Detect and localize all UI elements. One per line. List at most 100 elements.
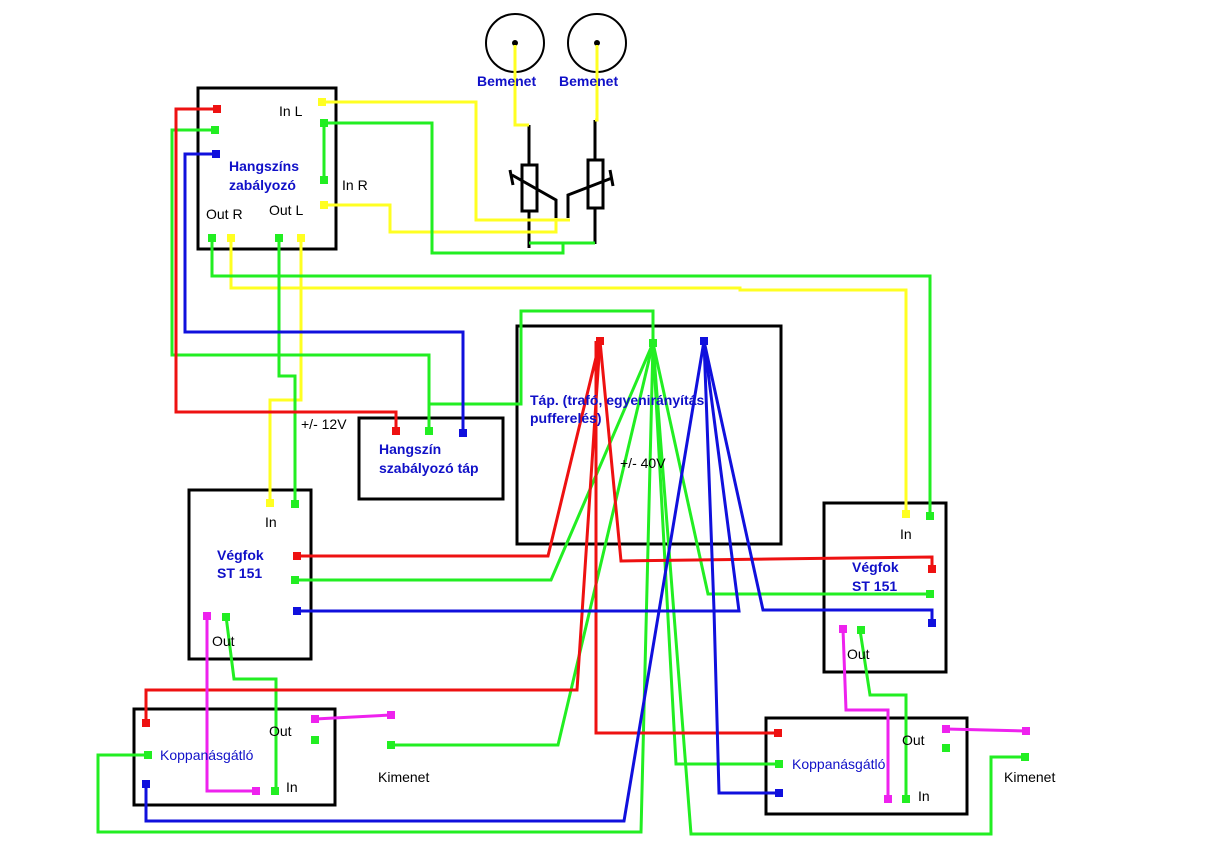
amp-left-title-line2: ST 151	[217, 565, 262, 581]
wire-magenta-pg-right-out	[945, 727, 1027, 733]
main-psu-voltage: +/- 40V	[620, 455, 666, 471]
wire-green-amp-left-out	[224, 615, 278, 790]
wire-blue-pg-right	[702, 340, 779, 795]
input-label-right: Bemenet	[559, 73, 618, 89]
wire-magenta-pg-left-out	[314, 713, 392, 721]
pad-pg-right-in-ground	[902, 795, 910, 803]
pad-amp-left-red	[293, 552, 301, 560]
pad-tone-green	[211, 126, 219, 134]
pad-in-l-signal	[318, 98, 326, 106]
pad-pg-right-red	[774, 729, 782, 737]
amp-left-box	[187, 488, 313, 661]
amp-right-title-line2: ST 151	[852, 578, 897, 594]
pad-amp-right-in-signal	[902, 510, 910, 518]
wire-green-amp-left-gnd	[296, 342, 655, 582]
amp-right-title-line1: Végfok	[852, 559, 899, 575]
wire-red-amp-left	[297, 340, 602, 558]
wire-red-tone-psu	[174, 107, 398, 431]
tone-title-line1: Hangszíns	[229, 158, 299, 174]
pad-main-psu-blue	[700, 337, 708, 345]
wire-magenta-amp-left-out	[205, 616, 256, 793]
pad-pg-left-red	[142, 719, 150, 727]
pad-kimenet-right-ground	[1021, 753, 1029, 761]
pad-in-l-ground	[320, 119, 328, 127]
pg-left-title: Koppanásgátló	[160, 747, 254, 763]
pad-amp-right-blue	[928, 619, 936, 627]
wire-green-kimenet-right-gnd	[651, 342, 1025, 836]
wire-green-psu-ground	[429, 309, 655, 406]
pad-amp-right-red	[928, 565, 936, 573]
wire-green-amp-right-out	[858, 629, 908, 798]
pad-out-l-ground	[275, 234, 283, 242]
pad-pg-right-in-signal	[884, 795, 892, 803]
wire-yellow-input-left	[513, 45, 529, 127]
pad-main-psu-red	[596, 337, 604, 345]
pad-out-r-ground	[208, 234, 216, 242]
kimenet-left-label: Kimenet	[378, 769, 429, 785]
main-psu-title-line2: pufferelés)	[530, 410, 602, 426]
pad-amp-left-in-signal	[266, 499, 274, 507]
tone-in-l-label: In L	[279, 103, 303, 119]
pad-tone-psu-blue	[459, 429, 467, 437]
wire-green-out-r-to-amp-right	[210, 238, 932, 516]
wire-red-pg-left	[144, 340, 602, 723]
wire-red-amp-right	[598, 340, 934, 569]
wire-green-amp-right-gnd	[651, 342, 930, 596]
amp-left-out-label: Out	[212, 633, 235, 649]
pad-kimenet-right-signal	[1022, 727, 1030, 735]
tone-out-l-label: Out L	[269, 202, 303, 218]
pad-pg-right-out-ground	[942, 744, 950, 752]
pad-out-l-signal	[297, 234, 305, 242]
wire-yellow-out-l-to-amp-left	[268, 238, 303, 501]
amp-right-box	[822, 501, 948, 674]
pad-pg-right-blue	[775, 789, 783, 797]
pad-pg-right-green	[775, 760, 783, 768]
wire-yellow-out-r-to-amp-right	[229, 238, 908, 514]
pg-right-out-label: Out	[902, 732, 925, 748]
pad-kimenet-left-ground	[387, 741, 395, 749]
pad-amp-right-in-ground	[926, 512, 934, 520]
pad-pg-left-blue	[142, 780, 150, 788]
wire-yellow-input-right	[595, 45, 599, 122]
pad-tone-blue	[212, 150, 220, 158]
pad-kimenet-left-signal	[387, 711, 395, 719]
pad-out-r-signal	[227, 234, 235, 242]
pg-right-title: Koppanásgátló	[792, 756, 886, 772]
amp-right-out-label: Out	[847, 646, 870, 662]
potentiometer-left	[508, 125, 558, 248]
tone-psu-title-line1: Hangszín	[379, 441, 441, 457]
main-psu-title-line1: Táp. (trafó, egyenirányítás,	[530, 392, 708, 408]
pad-amp-left-out-ground	[222, 613, 230, 621]
pg-right-in-label: In	[918, 788, 930, 804]
pad-amp-left-blue	[293, 607, 301, 615]
pad-tone-red	[213, 105, 221, 113]
pad-in-r-ground	[320, 176, 328, 184]
pad-pg-left-out-signal	[311, 715, 319, 723]
pad-in-r-signal	[320, 201, 328, 209]
tone-out-r-label: Out R	[206, 206, 243, 222]
pad-amp-left-in-ground	[291, 500, 299, 508]
wire-blue-amp-right	[702, 340, 934, 623]
pad-pg-left-green	[144, 751, 152, 759]
pad-pg-left-in-signal	[252, 787, 260, 795]
wire-yellow-in-r	[324, 203, 558, 234]
pad-pg-left-out-ground	[311, 736, 319, 744]
pop-guard-left-box	[132, 707, 337, 807]
pad-amp-left-green	[291, 576, 299, 584]
wire-green-pg-left-gnd	[96, 342, 655, 834]
wire-green-kimenet-left-gnd	[391, 342, 655, 747]
amp-right-in-label: In	[900, 526, 912, 542]
wire-blue-tone-psu	[183, 152, 465, 433]
pad-amp-left-out-signal	[203, 612, 211, 620]
pg-left-out-label: Out	[269, 723, 292, 739]
tone-psu-box	[357, 416, 505, 501]
pad-amp-right-out-ground	[857, 626, 865, 634]
input-label-left: Bemenet	[477, 73, 536, 89]
pad-pg-left-in-ground	[271, 787, 279, 795]
amp-left-title-line1: Végfok	[217, 547, 264, 563]
tone-title-line2: zabályozó	[229, 177, 296, 193]
tone-control-box	[196, 86, 338, 251]
tone-psu-voltage: +/- 12V	[301, 416, 347, 432]
pad-pg-right-out-signal	[942, 725, 950, 733]
